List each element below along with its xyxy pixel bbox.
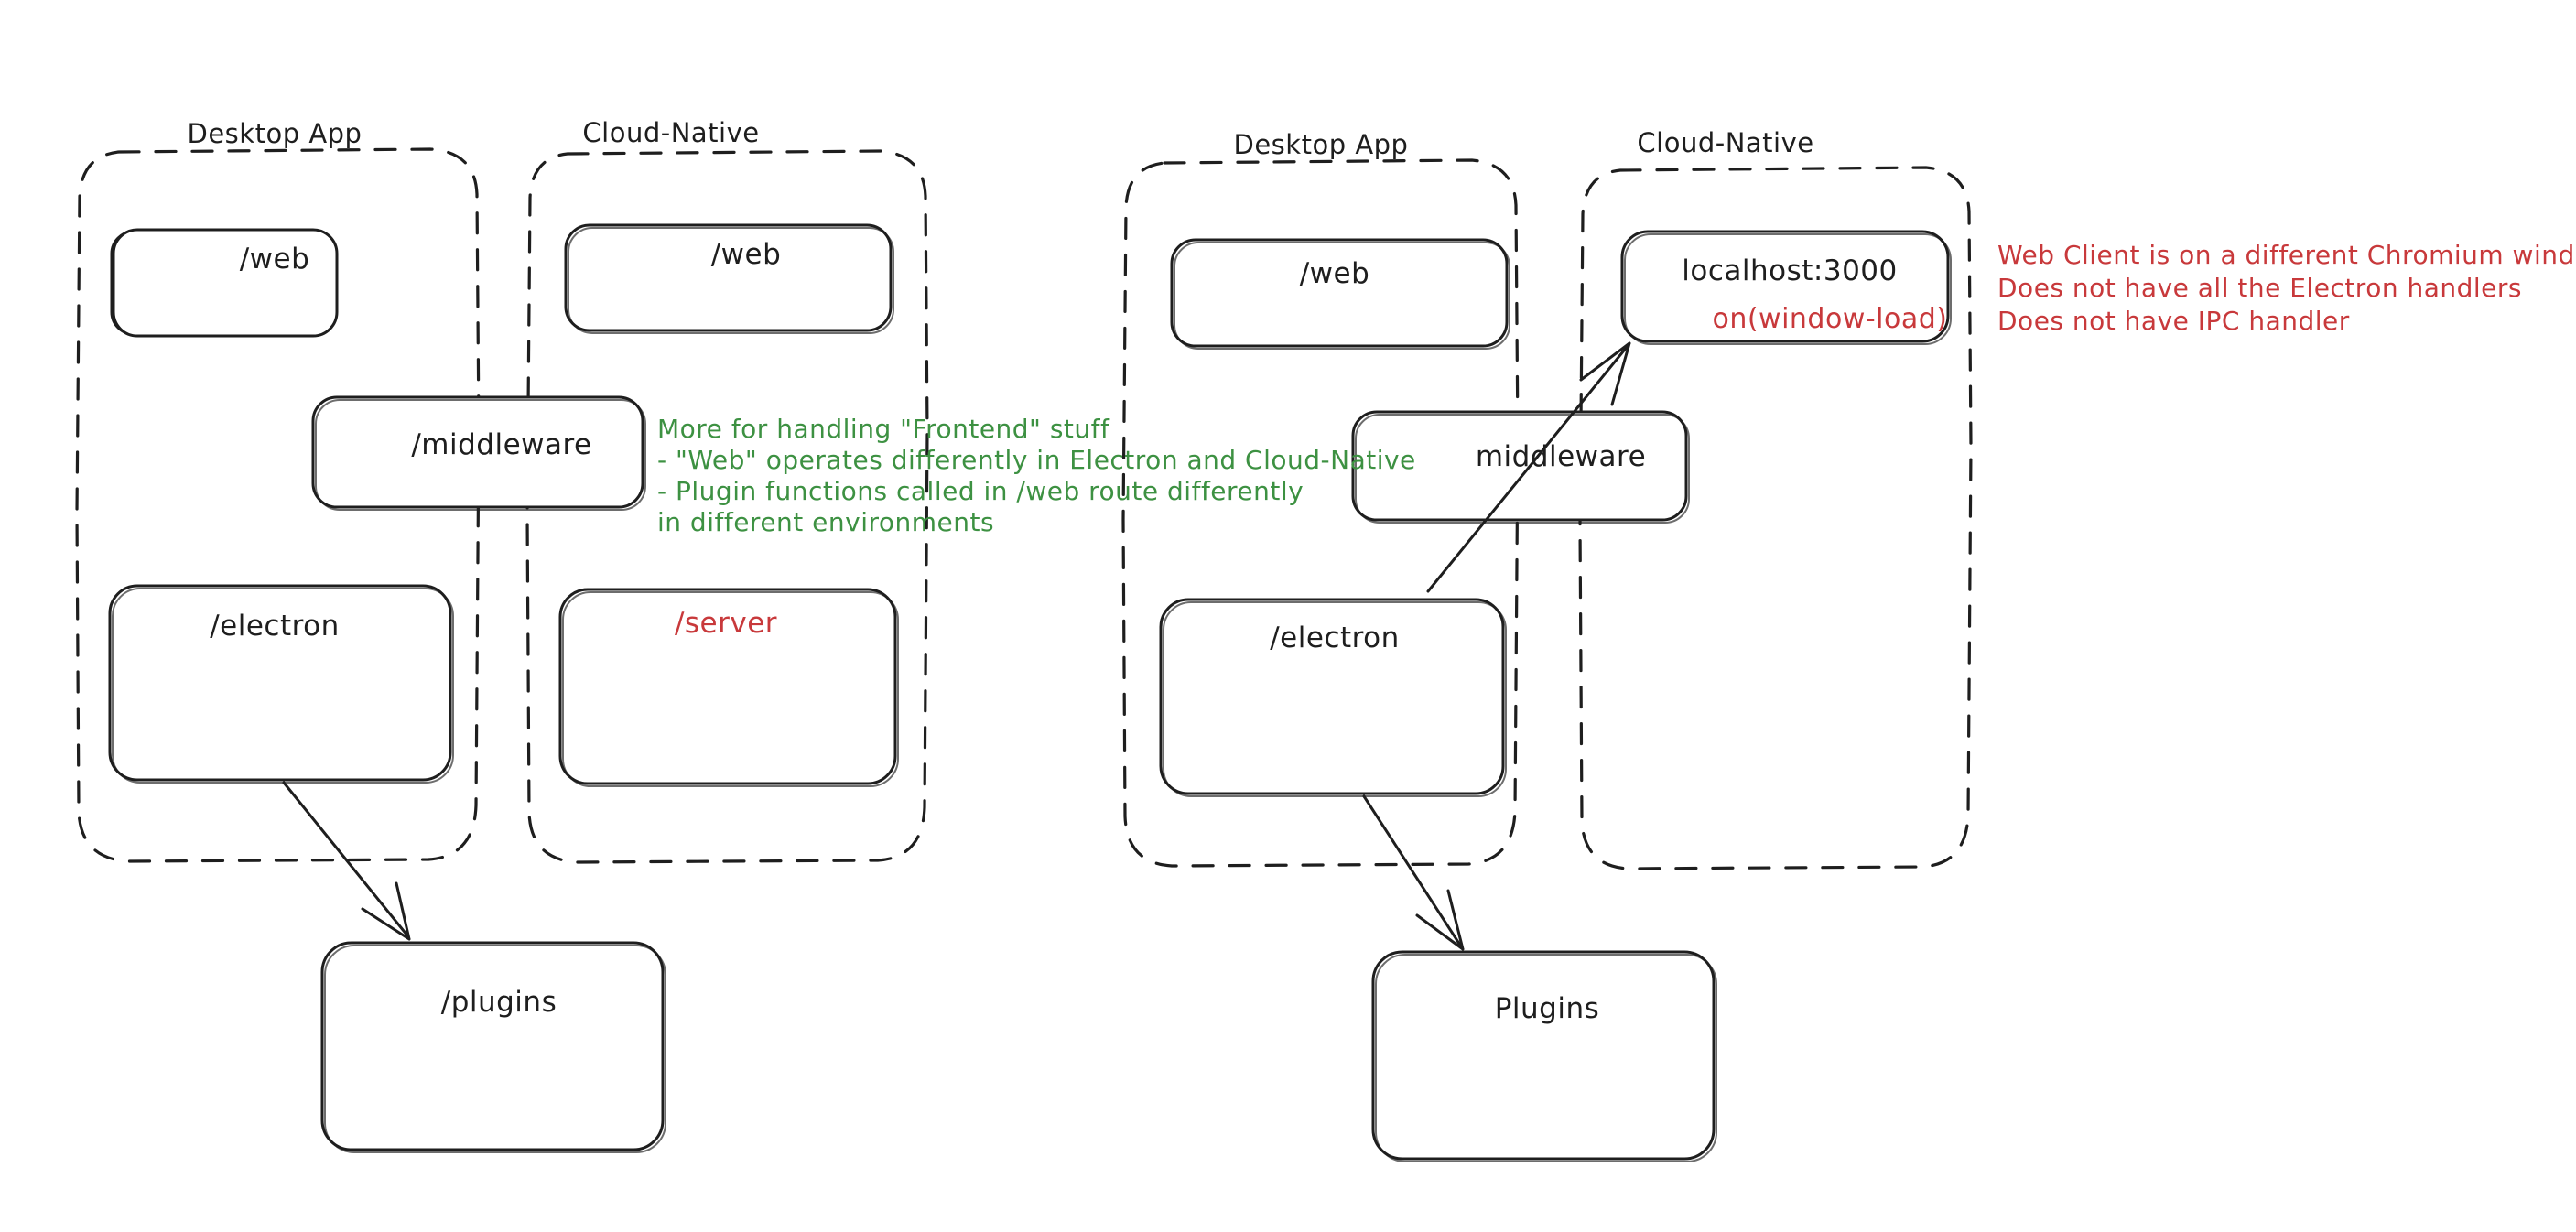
arrow-electron-to-plugins-left-shaft (282, 781, 409, 937)
node-electron-right[interactable] (1159, 598, 1507, 797)
note-red-line-3: Does not have IPC handler (1997, 306, 2350, 336)
node-plugins-left[interactable] (320, 941, 666, 1153)
node-electron-left-rect (108, 584, 452, 782)
node-middleware-right[interactable] (1351, 410, 1690, 524)
arrow-electron-to-localhost-right (1426, 341, 1631, 593)
node-plugins-right-rect (1371, 950, 1716, 1161)
node-label-electron-right: /electron (1270, 621, 1400, 654)
node-electron-right-rect-2 (1163, 601, 1507, 797)
group-border-desktop-app-right (1121, 158, 1520, 868)
node-label-electron-left: /electron (210, 610, 340, 643)
node-label-plugins-right: Plugins (1495, 992, 1600, 1025)
group-desktop-app-left[interactable] (75, 147, 481, 863)
note-green-line-1: More for handling "Frontend" stuff (657, 414, 1110, 444)
group-desktop-app-right[interactable] (1121, 158, 1520, 868)
node-web-left-cloud-rect (564, 223, 893, 332)
group-cloud-native-left[interactable] (525, 149, 929, 864)
node-middleware-right-rect-2 (1355, 414, 1690, 524)
group-border-cloud-native-left (525, 149, 929, 864)
node-localhost-right[interactable] (1620, 230, 1952, 345)
group-label-desktop-app-right: Desktop App (1234, 129, 1409, 160)
node-label-plugins-left: /plugins (441, 986, 557, 1019)
note-green-line-4: in different environments (657, 507, 994, 537)
node-web-right-desktop-rect-2 (1174, 242, 1510, 350)
node-label-web-right-desktop: /web (1300, 257, 1370, 290)
arrow-electron-to-plugins-right-shaft (1362, 794, 1463, 948)
note-red: Web Client is on a different Chromium wi… (1997, 240, 2576, 336)
arrow-electron-to-plugins-left (282, 781, 411, 941)
node-plugins-right-rect-2 (1375, 954, 1717, 1162)
node-label-middleware-left: /middleware (411, 428, 591, 461)
node-label-middleware-right: middleware (1476, 440, 1646, 473)
node-plugins-left-rect-2 (324, 945, 666, 1153)
node-web-left-desktop-rect-2 (112, 228, 339, 338)
node-middleware-left-rect (311, 395, 644, 509)
note-red-line-1: Web Client is on a different Chromium wi… (1997, 240, 2576, 270)
group-border-desktop-app-left (75, 147, 481, 863)
arrow-electron-to-localhost-right-shaft (1426, 344, 1629, 593)
node-middleware-right-rect (1351, 410, 1688, 522)
group-label-cloud-native-left: Cloud-Native (582, 117, 759, 148)
node-web-left-desktop[interactable] (110, 228, 339, 338)
note-green-line-3: - Plugin functions called in /web route … (657, 476, 1304, 506)
group-label-cloud-native-right: Cloud-Native (1637, 127, 1813, 158)
note-red-line-2: Does not have all the Electron handlers (1997, 273, 2522, 303)
arrow-electron-to-plugins-left-head (361, 881, 411, 941)
node-plugins-right[interactable] (1371, 950, 1717, 1162)
node-label-localhost-right: localhost:3000 (1682, 254, 1898, 287)
note-green: More for handling "Frontend" stuff - "We… (657, 414, 1416, 537)
node-electron-left[interactable] (108, 584, 454, 784)
node-label-web-left-cloud: /web (711, 238, 782, 271)
note-green-line-2: - "Web" operates differently in Electron… (657, 445, 1416, 475)
node-label-server-left: /server (675, 607, 777, 640)
node-label-on-window-load-right: on(window-load) (1712, 303, 1947, 335)
node-server-left[interactable] (558, 588, 899, 787)
node-localhost-right-rect-2 (1624, 233, 1952, 345)
arrow-electron-to-plugins-right-head (1415, 889, 1465, 951)
node-web-left-cloud[interactable] (564, 223, 894, 334)
node-electron-right-rect (1159, 598, 1505, 795)
node-server-left-rect-2 (562, 591, 899, 787)
arrow-electron-to-localhost-right-head (1579, 341, 1631, 406)
node-web-right-desktop-rect (1170, 238, 1509, 348)
node-web-right-desktop[interactable] (1170, 238, 1510, 350)
node-plugins-left-rect (320, 941, 665, 1151)
group-label-desktop-app-left: Desktop App (188, 118, 363, 149)
node-web-left-cloud-rect-2 (568, 227, 894, 334)
node-localhost-right-rect (1620, 230, 1950, 343)
node-middleware-left[interactable] (311, 395, 646, 511)
node-middleware-left-rect-2 (315, 399, 646, 511)
node-label-web-left-desktop: /web (240, 243, 310, 276)
node-server-left-rect (558, 588, 897, 785)
arrow-electron-to-plugins-right (1362, 794, 1465, 951)
